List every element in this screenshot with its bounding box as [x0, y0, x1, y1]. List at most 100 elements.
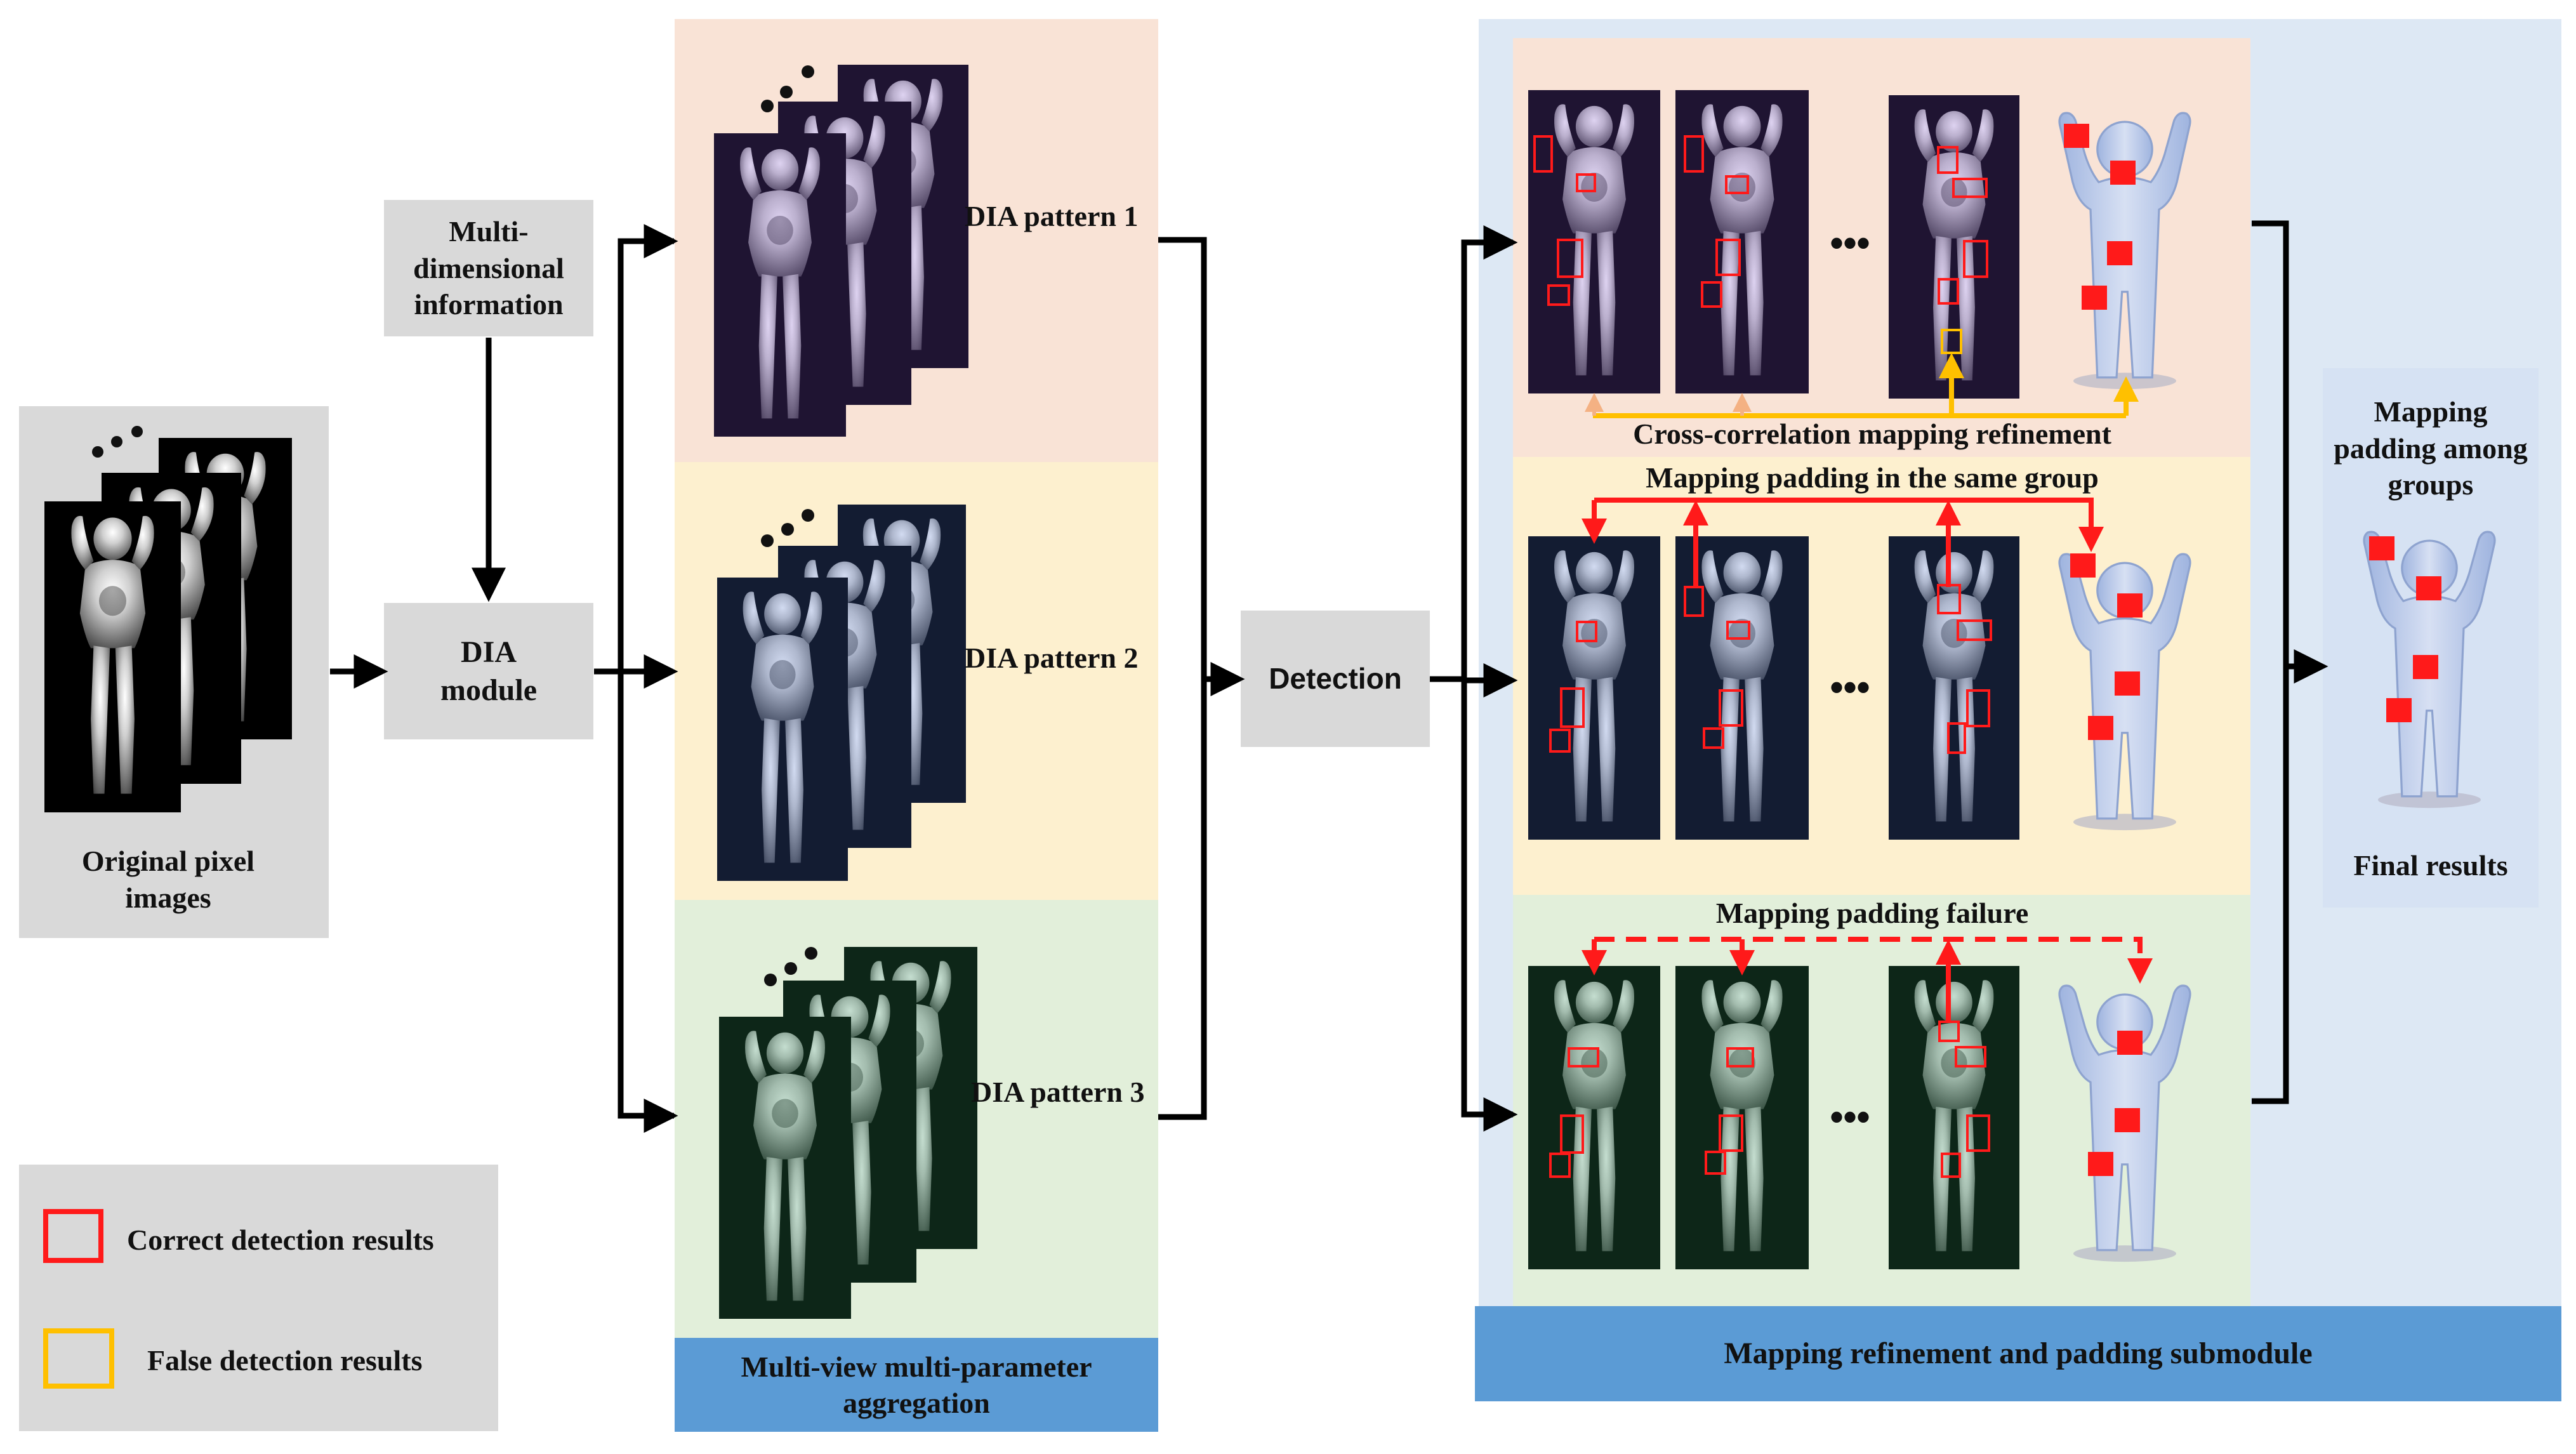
input-scan-image [44, 501, 181, 812]
row-1-box [1557, 239, 1583, 278]
row-2-box [1703, 727, 1724, 749]
row-3-failure-line [1594, 937, 2153, 984]
row-2-marker [2070, 553, 2096, 578]
pattern-1-label: DIA pattern 1 [965, 200, 1139, 232]
row-1-box [1684, 135, 1704, 173]
final-header-line: Mapping [2374, 395, 2488, 428]
row-1-marker [2082, 286, 2107, 310]
row-3-ellipsis: ••• [1830, 1095, 1870, 1138]
row-2-box [1957, 619, 1992, 641]
row-3-marker [2088, 1152, 2113, 1176]
row-2-marker [2115, 671, 2140, 696]
input-label: Original pixel images [81, 845, 255, 914]
row-3-box [1568, 1047, 1599, 1067]
row-2-marker [2117, 593, 2143, 618]
pattern-3-scan [719, 1017, 851, 1319]
row-1-box [1701, 281, 1722, 308]
row-1-marker [2110, 161, 2136, 185]
final-marker [2386, 698, 2412, 722]
final-marker [2369, 536, 2394, 560]
row-3-box [1938, 1021, 1960, 1042]
dia-module-line: module [440, 673, 537, 707]
row-3-scan-3 [1889, 966, 2019, 1269]
row-1-scan-1 [1528, 90, 1660, 393]
row-3-scan-1 [1528, 966, 1660, 1269]
final-header-line: groups [2388, 468, 2474, 501]
pattern-3-dots [762, 939, 831, 990]
legend-false-swatch [43, 1328, 114, 1389]
row-2-scan-2 [1675, 536, 1809, 840]
aggregation-banner: Multi-view multi-parameter aggregation [675, 1338, 1158, 1432]
row-2-box [1576, 621, 1597, 642]
row-2-box [1937, 584, 1961, 614]
row-2-marker [2088, 716, 2113, 740]
legend-correct-label: Correct detection results [127, 1224, 434, 1256]
final-marker [2416, 576, 2441, 600]
row-3-marker [2117, 1031, 2143, 1055]
final-header: Mapping padding among groups [2310, 393, 2551, 503]
row-1-marker [2107, 241, 2132, 265]
multi-info-line: dimensional [413, 251, 564, 284]
row-1-box [1576, 173, 1596, 192]
row-1-box [1963, 240, 1988, 278]
pattern-1-dots [758, 60, 828, 117]
row-2-box [1684, 586, 1704, 617]
row-2-scan-1 [1528, 536, 1660, 840]
row-3-box [1726, 1047, 1754, 1067]
row-3-caption: Mapping padding failure [1715, 897, 2029, 929]
row-3-box [1955, 1046, 1986, 1067]
row-2-scan-3 [1889, 536, 2019, 840]
row-2-box [1947, 722, 1966, 754]
final-marker [2413, 655, 2438, 679]
merge-from-patterns [1158, 237, 1207, 1120]
refinement-banner: Mapping refinement and padding submodule [1475, 1306, 2561, 1401]
final-header-line: padding among [2334, 432, 2528, 465]
row-1-ellipsis: ••• [1830, 221, 1870, 264]
detection-box: Detection [1241, 611, 1430, 747]
final-results-label: Final results [2353, 849, 2508, 882]
row-3-box [1966, 1114, 1990, 1152]
row-1-scan-2 [1675, 90, 1809, 393]
row-2-ellipsis: ••• [1830, 666, 1870, 708]
row-1-caption: Cross-correlation mapping refinement [1633, 418, 2111, 450]
pattern-3-label: DIA pattern 3 [971, 1076, 1145, 1108]
row-1-box [1938, 278, 1959, 305]
row-2-box [1719, 689, 1743, 727]
row-3-box [1560, 1114, 1584, 1154]
row-1-box [1547, 284, 1570, 306]
multi-info-line: information [414, 288, 564, 321]
pattern-2-scan [717, 578, 848, 881]
row-2-box [1549, 729, 1571, 753]
row-2-caption: Mapping padding in the same group [1646, 461, 2099, 494]
row-1-box [1941, 329, 1962, 354]
fork-to-patterns [618, 238, 674, 1119]
row-2-box [1966, 689, 1990, 727]
multi-dimensional-info-box: Multi- dimensional information [384, 200, 593, 336]
row-2-padding-line [1594, 498, 2104, 552]
dia-module-box: DIA module [384, 603, 593, 739]
row-3-box [1705, 1151, 1726, 1175]
aggregation-line: aggregation [843, 1387, 990, 1419]
row-3-box [1719, 1114, 1743, 1152]
row-1-scan-3 [1889, 95, 2019, 399]
row-2-box [1560, 687, 1585, 728]
pattern-2-dots [758, 501, 828, 552]
row-3-box [1941, 1153, 1961, 1178]
row-1-box [1725, 175, 1749, 194]
row-3-box [1549, 1153, 1571, 1178]
legend-false-label: False detection results [147, 1344, 423, 1377]
row-3-marker [2115, 1108, 2140, 1132]
row-1-box [1952, 178, 1988, 198]
row-1-marker [2064, 124, 2089, 148]
pattern-1-scan [714, 133, 846, 437]
pattern-2-label: DIA pattern 2 [965, 642, 1139, 674]
row-1-box [1715, 239, 1741, 276]
dia-module-line: DIA [460, 635, 517, 669]
aggregation-line: Multi-view multi-parameter [741, 1350, 1092, 1383]
row-1-box [1937, 146, 1958, 174]
legend-correct-swatch [43, 1209, 103, 1263]
multi-info-line: Multi- [449, 215, 529, 248]
input-stack-dots [89, 420, 159, 458]
row-1-box [1533, 135, 1553, 173]
